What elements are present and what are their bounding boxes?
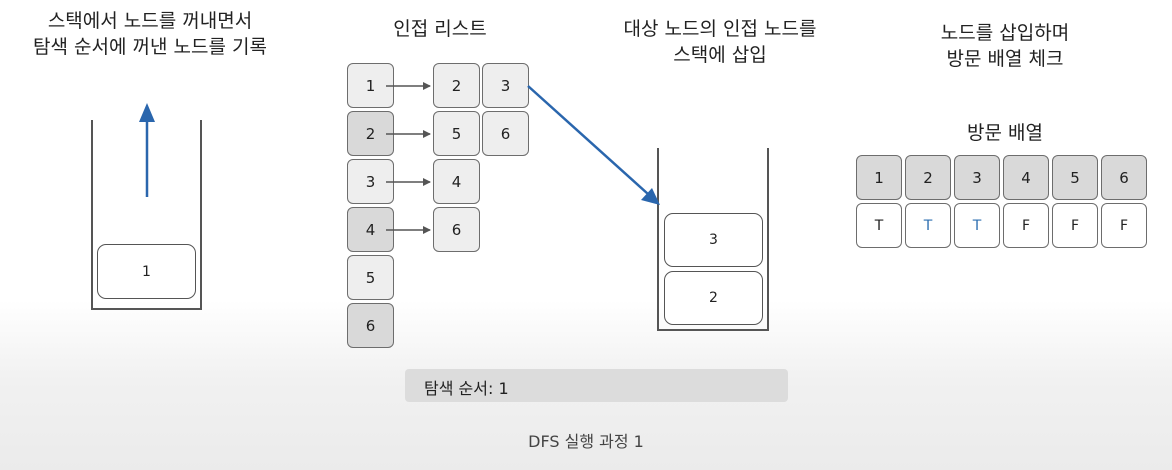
adjacency-neighbor: 4 <box>433 159 480 204</box>
adjacency-node: 6 <box>347 303 394 348</box>
visit-value-cell: T <box>856 203 902 248</box>
pop-heading-line1: 스택에서 노드를 꺼내면서 <box>47 10 253 32</box>
visit-array-title: 방문 배열 <box>967 122 1043 144</box>
push-arrow-icon <box>527 85 649 195</box>
adjacency-neighbor: 6 <box>482 111 529 156</box>
visit-value-cell: F <box>1101 203 1147 248</box>
pop-heading-line2: 탐색 순서에 꺼낸 노드를 기록 <box>33 36 267 58</box>
adjacency-neighbor: 6 <box>433 207 480 252</box>
left-stack-right-wall <box>200 120 202 310</box>
adjacency-node: 5 <box>347 255 394 300</box>
right-stack-left-wall <box>657 148 659 331</box>
left-stack-left-wall <box>91 120 93 310</box>
visit-value-cell: F <box>1003 203 1049 248</box>
right-stack-item: 3 <box>664 213 763 267</box>
right-stack-bottom <box>657 329 769 331</box>
visit-heading-line1: 노드를 삽입하며 <box>940 22 1070 44</box>
adjacency-neighbor: 2 <box>433 63 480 108</box>
push-heading-line1: 대상 노드의 인접 노드를 <box>623 18 817 40</box>
pop-heading: 스택에서 노드를 꺼내면서 탐색 순서에 꺼낸 노드를 기록 <box>0 8 300 60</box>
visit-index-cell: 5 <box>1052 155 1098 200</box>
pop-arrow-head-icon <box>139 103 155 122</box>
visit-index-cell: 3 <box>954 155 1000 200</box>
push-heading: 대상 노드의 인접 노드를 스택에 삽입 <box>590 16 850 68</box>
visit-value-cell: T <box>905 203 951 248</box>
visit-index-cell: 6 <box>1101 155 1147 200</box>
visit-heading: 노드를 삽입하며 방문 배열 체크 <box>895 20 1115 72</box>
visit-index-cell: 4 <box>1003 155 1049 200</box>
adjacency-heading: 인접 리스트 <box>393 18 487 40</box>
right-stack-right-wall <box>767 148 769 331</box>
push-arrow-head-icon <box>641 188 660 205</box>
traversal-order-bar: 탐색 순서: 1 <box>405 369 788 402</box>
push-heading-line2: 스택에 삽입 <box>673 44 767 66</box>
visit-index-cell: 1 <box>856 155 902 200</box>
caption: DFS 실행 과정 1 <box>528 432 644 451</box>
left-stack-item: 1 <box>97 244 196 299</box>
visit-value-cell: T <box>954 203 1000 248</box>
visit-value-cell: F <box>1052 203 1098 248</box>
visit-heading-line2: 방문 배열 체크 <box>946 48 1064 70</box>
adjacency-neighbor: 3 <box>482 63 529 108</box>
left-stack-bottom <box>91 308 202 310</box>
adjacency-neighbor: 5 <box>433 111 480 156</box>
traversal-order-label: 탐색 순서: 1 <box>424 379 509 398</box>
visit-index-cell: 2 <box>905 155 951 200</box>
right-stack-item: 2 <box>664 271 763 325</box>
